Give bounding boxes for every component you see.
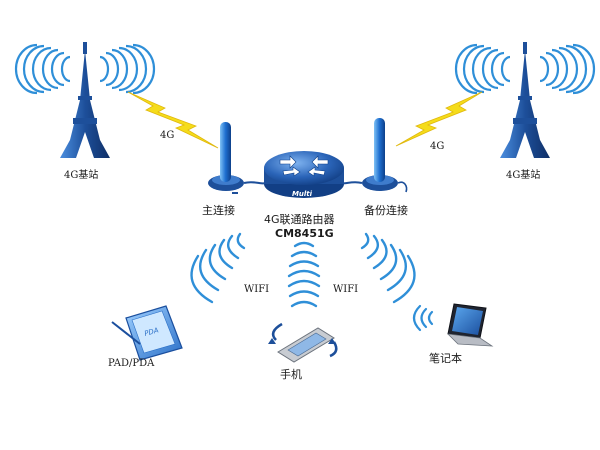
left-4g-lightning-icon (127, 91, 219, 149)
left-tower-signal-waves (14, 43, 156, 95)
right-tower-signal-waves (454, 43, 596, 95)
wifi-right-label: WIFI (333, 284, 359, 295)
right-base-station-label: 4G基站 (506, 170, 541, 181)
pda-label: PAD/PDA (108, 358, 155, 369)
left-base-station-label: 4G基站 (64, 170, 99, 181)
wifi-waves-right (360, 232, 416, 304)
main-antenna-icon (208, 122, 269, 194)
left-4g-link-label: 4G (160, 130, 175, 141)
pda-screen-text: PDA (143, 326, 159, 338)
backup-connection-label: 备份连接 (364, 204, 408, 217)
laptop-label: 笔记本 (429, 352, 462, 365)
wifi-left-label: WIFI (244, 284, 270, 295)
wifi-waves-left (190, 232, 246, 304)
router-icon (264, 151, 344, 198)
router-name-label: 4G联通路由器 (264, 213, 335, 226)
wifi-waves-center (287, 241, 321, 308)
backup-antenna-icon (337, 118, 408, 193)
phone-device-icon (268, 322, 338, 363)
right-4g-link-label: 4G (430, 141, 445, 152)
router-model-label: CM8451G (275, 227, 334, 240)
right-4g-lightning-icon (395, 91, 483, 147)
main-connection-label: 主连接 (202, 204, 235, 217)
laptop-device-icon (412, 303, 494, 347)
pda-device-icon (111, 305, 183, 361)
left-base-station-tower-icon (60, 42, 110, 158)
router-badge-text: Multi (292, 190, 313, 198)
phone-label: 手机 (280, 368, 302, 381)
right-base-station-tower-icon (500, 42, 550, 158)
